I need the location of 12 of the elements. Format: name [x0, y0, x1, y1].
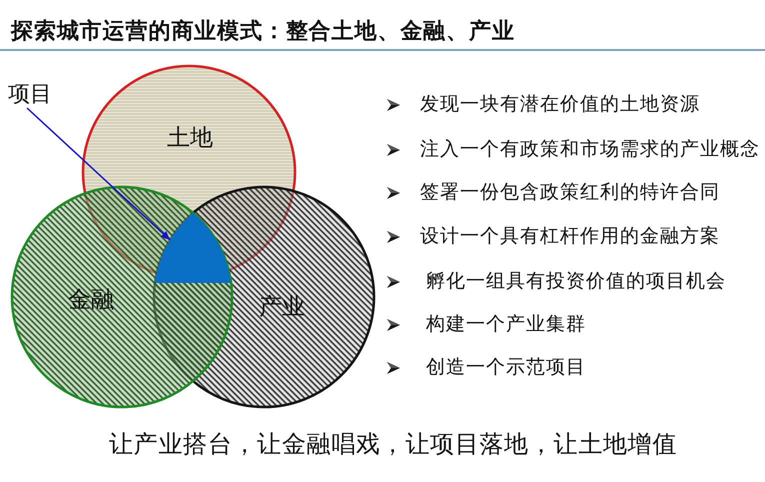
title: 探索城市运营的商业模式：整合土地、金融、产业: [11, 17, 515, 45]
venn-label: 土地: [167, 124, 213, 152]
list-item: 签署一份包含政策红利的特许合同: [420, 181, 720, 205]
callout-label: 项目: [8, 80, 52, 108]
list-item: 孵化一组具有投资价值的项目机会: [426, 270, 726, 294]
list-item: 注入一个有政策和市场需求的产业概念: [420, 138, 760, 162]
list-item: 设计一个具有杠杆作用的金融方案: [420, 224, 720, 249]
list-item: 构建一个产业集群: [426, 313, 586, 337]
list-item: 发现一块有潜在价值的土地资源: [420, 93, 700, 117]
summary-caption: 让产业搭台，让金融唱戏，让项目落地，让土地增值: [109, 431, 678, 460]
list-item: 创造一个示范项目: [426, 356, 586, 380]
leader-arrow: [26, 107, 170, 241]
